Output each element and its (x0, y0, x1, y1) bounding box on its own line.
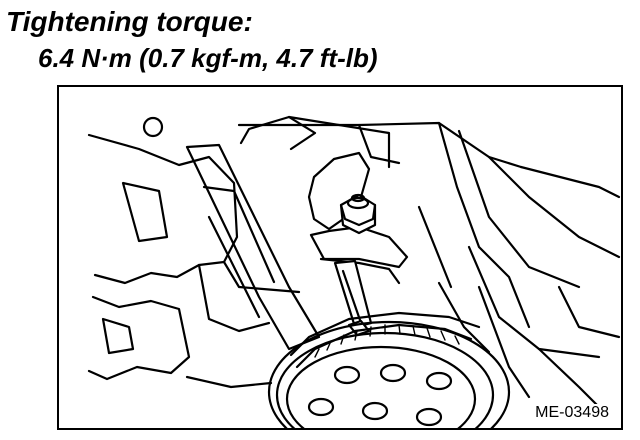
pulley-hole (379, 363, 407, 383)
housing-left-lower (87, 295, 191, 381)
pulley-hole (333, 365, 361, 385)
bracket-rib (185, 143, 321, 351)
tightening-torque-heading: Tightening torque: (6, 6, 253, 37)
pulley-hole (307, 397, 335, 417)
pulley-hole (415, 407, 443, 427)
engine-illustration: ME-03498 (57, 85, 623, 430)
pulley-hole (361, 401, 389, 421)
sensor-bolt-drawing (87, 115, 621, 428)
small-ring (142, 116, 164, 138)
reluctor-outer (267, 320, 511, 428)
housing-left-outline (87, 133, 239, 285)
top-cover (237, 121, 523, 169)
right-rib-a (437, 121, 531, 329)
pulley-hole (425, 371, 453, 391)
torque-specification: 6.4 N·m (0.7 kgf-m, 4.7 ft-lb) (38, 43, 378, 73)
figure-code: ME-03498 (533, 404, 611, 422)
